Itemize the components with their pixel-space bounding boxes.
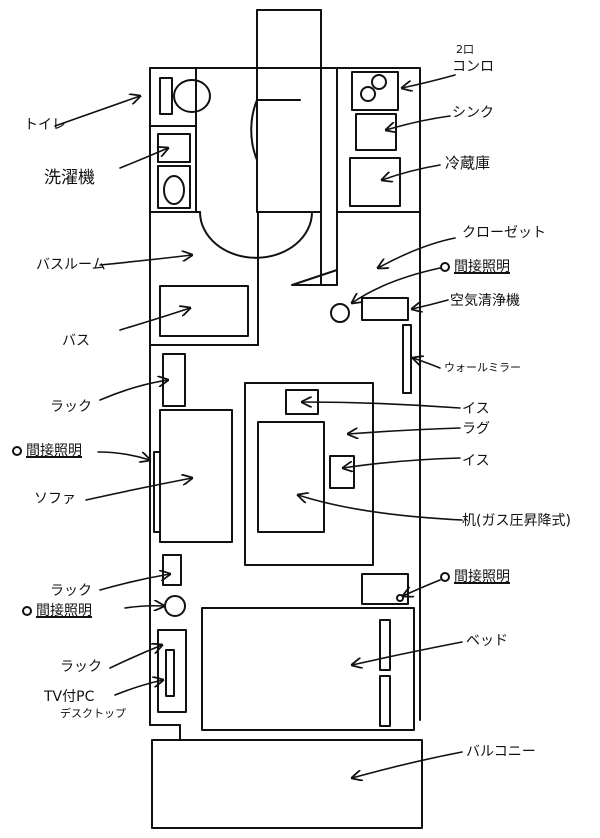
- sink: [355, 113, 397, 151]
- desk: [257, 421, 325, 533]
- light-bullet-icon: [12, 446, 22, 456]
- label-closet: クローゼット: [462, 225, 546, 241]
- label-desk: 机(ガス圧昇降式): [462, 513, 571, 529]
- label-indirect-light-3-text: 間接照明: [36, 603, 92, 619]
- label-indirect-light-1: 間接照明: [440, 260, 510, 274]
- label-bed: ベッド: [466, 633, 508, 649]
- indirect-light-4: [396, 594, 404, 602]
- label-aircon: 空気清浄機: [450, 293, 520, 309]
- label-indirect-light-4: 間接照明: [440, 570, 510, 584]
- label-tv-pc: TV付PC: [44, 689, 95, 705]
- washer: [157, 133, 191, 209]
- bathtub: [159, 285, 249, 337]
- balcony: [151, 739, 423, 829]
- stove: [351, 71, 399, 111]
- label-indirect-light-2: 間接照明: [12, 444, 82, 458]
- label-bath: バス: [62, 333, 90, 349]
- label-bathroom: バスルーム: [36, 257, 106, 273]
- chair-2: [329, 455, 355, 489]
- entry-corridor: [256, 9, 322, 69]
- indirect-light-1: [330, 303, 350, 323]
- light-bullet-icon: [440, 262, 450, 272]
- rug: [244, 382, 374, 566]
- label-washer: 洗濯機: [44, 168, 95, 188]
- label-rack-2: ラック: [50, 583, 92, 599]
- label-chair-2: イス: [462, 453, 490, 469]
- label-stove-two: 2口: [456, 43, 474, 56]
- light-bullet-icon: [440, 572, 450, 582]
- label-indirect-light-1-text: 間接照明: [454, 259, 510, 275]
- label-sofa: ソファ: [34, 491, 76, 507]
- sofa: [153, 409, 233, 543]
- label-sink: シンク: [452, 105, 494, 121]
- label-rack-1: ラック: [50, 399, 92, 415]
- nightstand: [361, 573, 409, 605]
- fridge: [349, 157, 401, 207]
- leader-arrows: [54, 74, 463, 778]
- bed: [201, 607, 415, 731]
- label-chair-1: イス: [462, 401, 490, 417]
- tv-pc-rack: [149, 629, 187, 741]
- label-balcony: バルコニー: [466, 744, 536, 760]
- partitions: [149, 67, 421, 346]
- label-indirect-light-4-text: 間接照明: [454, 569, 510, 585]
- doors: [199, 99, 313, 259]
- toilet: [159, 77, 211, 115]
- label-indirect-light-2-text: 間接照明: [26, 443, 82, 459]
- light-bullet-icon: [22, 606, 32, 616]
- indirect-light-3: [164, 595, 186, 617]
- label-fridge: 冷蔵庫: [445, 154, 491, 172]
- label-rug: ラグ: [462, 421, 490, 437]
- label-desktop: デスクトップ: [60, 707, 126, 720]
- air-purifier: [361, 297, 409, 321]
- label-toilet: トイレ: [24, 117, 66, 133]
- label-rack-3: ラック: [60, 659, 102, 675]
- label-wall-mirror: ウォールミラー: [444, 361, 521, 374]
- outer-wall: [149, 67, 421, 726]
- label-stove: コンロ: [452, 59, 494, 75]
- wall-mirror: [402, 324, 412, 394]
- label-indirect-light-3: 間接照明: [22, 604, 92, 618]
- rack-2: [162, 554, 182, 586]
